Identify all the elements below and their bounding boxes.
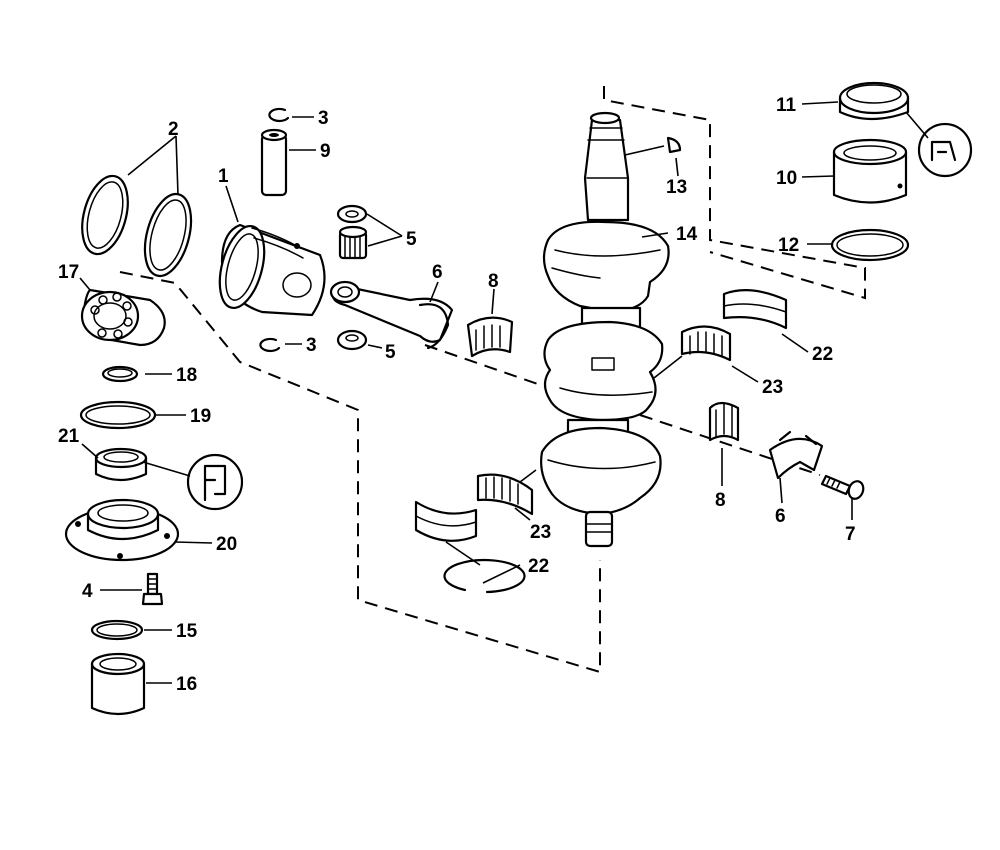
rod-bearing-cage-lower (708, 401, 740, 442)
callout-3-lower: 3 (306, 335, 317, 356)
callout-21: 21 (58, 426, 80, 447)
callout-20: 20 (216, 534, 237, 555)
main-needle-bearing (832, 138, 908, 204)
callout-16: 16 (176, 674, 197, 695)
connecting-rod-cap (768, 430, 824, 480)
callout-19: 19 (190, 406, 211, 427)
main-bearing-sleeve-left (414, 500, 478, 542)
pin-retaining-rings (259, 107, 290, 353)
bearing-seal (94, 447, 148, 482)
callout-labels: 2 1 3 9 5 6 8 3 5 13 14 11 10 12 22 23 8… (58, 95, 856, 695)
callout-13: 13 (666, 177, 687, 198)
callout-12: 12 (778, 235, 799, 256)
callout-22-right: 22 (812, 344, 833, 365)
rod-bearing-cage-upper (466, 316, 514, 358)
lower-bearing-housing (64, 498, 180, 562)
callout-11: 11 (776, 95, 797, 116)
callout-17: 17 (58, 262, 79, 283)
leader-lines (79, 101, 929, 684)
woodruff-key (666, 136, 682, 154)
callout-5-upper: 5 (406, 229, 417, 250)
main-bearing-sleeve-right (722, 289, 788, 330)
detail-view-lower (186, 453, 244, 511)
callout-4: 4 (82, 581, 93, 602)
callout-23-left: 23 (530, 522, 551, 543)
callout-6-lower: 6 (775, 506, 786, 527)
retaining-ring-15 (90, 619, 144, 641)
callout-6-upper: 6 (432, 262, 443, 283)
piston (218, 223, 326, 317)
callout-9: 9 (320, 141, 331, 162)
callout-1: 1 (218, 166, 229, 187)
bearing-o-ring (830, 228, 910, 262)
callout-10: 10 (776, 168, 797, 189)
housing-screw (141, 572, 164, 606)
detail-view-upper (917, 122, 973, 178)
callout-8-upper: 8 (488, 271, 499, 292)
callout-22-left: 22 (528, 556, 549, 577)
wrist-pin (260, 128, 288, 197)
retaining-ring-22 (443, 558, 526, 594)
o-ring-19 (79, 400, 157, 430)
callout-14: 14 (676, 224, 698, 245)
callout-23-right: 23 (762, 377, 783, 398)
callout-8-lower: 8 (715, 490, 726, 511)
rod-cap-screw (820, 474, 865, 500)
callout-5-lower: 5 (385, 342, 396, 363)
seal-ring (838, 81, 910, 121)
piston-rings (81, 174, 193, 278)
callout-2: 2 (168, 119, 179, 140)
retaining-ring-18 (101, 365, 139, 383)
connecting-rod (329, 280, 454, 350)
bearing-cage-right (680, 325, 732, 362)
bearing-cage-left (476, 473, 534, 516)
callout-18: 18 (176, 365, 197, 386)
crankshaft (540, 111, 670, 548)
lower-bushing (90, 652, 146, 716)
wrist-pin-bearing (336, 204, 368, 351)
ball-bearing (80, 288, 166, 347)
callout-15: 15 (176, 621, 198, 642)
callout-3-upper: 3 (318, 108, 329, 129)
callout-7: 7 (845, 524, 856, 545)
